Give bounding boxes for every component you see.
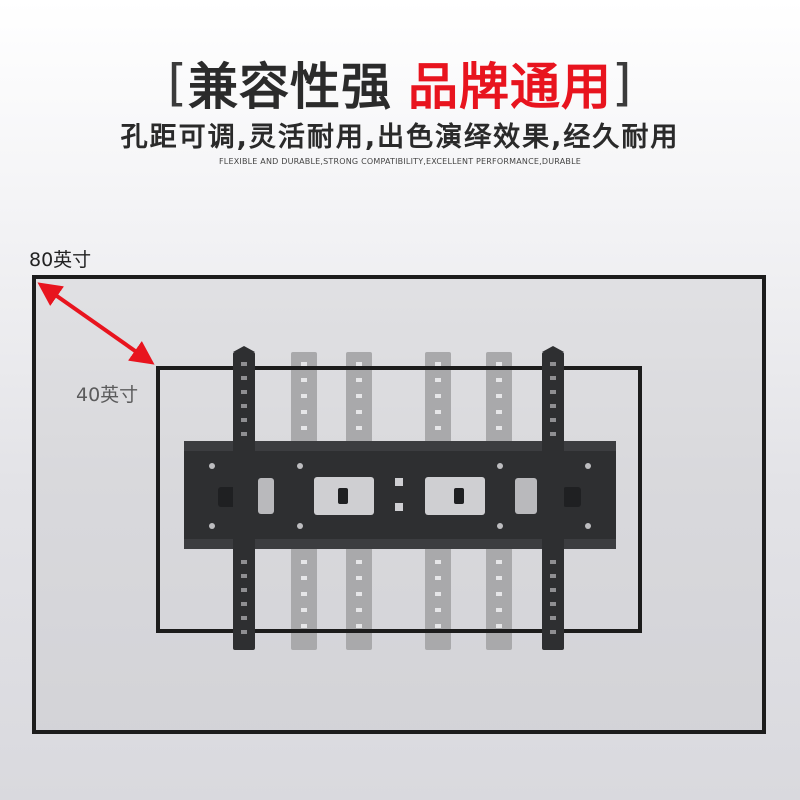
headline-open-bracket: [ [167, 54, 188, 112]
front-arm-holes [241, 362, 556, 634]
tilt-knobs [218, 487, 581, 507]
left-arm [233, 352, 255, 650]
headline-close-bracket: ] [612, 54, 633, 112]
headline-black-text: 兼容性强 [188, 58, 392, 116]
small-tv-size-label: 40英寸 [76, 384, 139, 406]
size-range-arrow [37, 282, 155, 365]
small-tv-outline [156, 366, 642, 633]
headline: [ 兼容性强 品牌通用 ] [0, 52, 800, 116]
front-arms [233, 346, 564, 650]
ghost-arms [291, 352, 512, 650]
large-tv-size-label: 80英寸 [29, 249, 92, 271]
right-arm [542, 352, 564, 650]
subtitle: 孔距可调,灵活耐用,出色演绎效果,经久耐用 [120, 122, 680, 153]
headline-red-text: 品牌通用 [408, 58, 612, 116]
ghost-arm-holes [301, 362, 502, 628]
english-tagline: FLEXIBLE AND DURABLE,STRONG COMPATIBILIT… [219, 157, 581, 166]
wall-plate [184, 441, 616, 549]
